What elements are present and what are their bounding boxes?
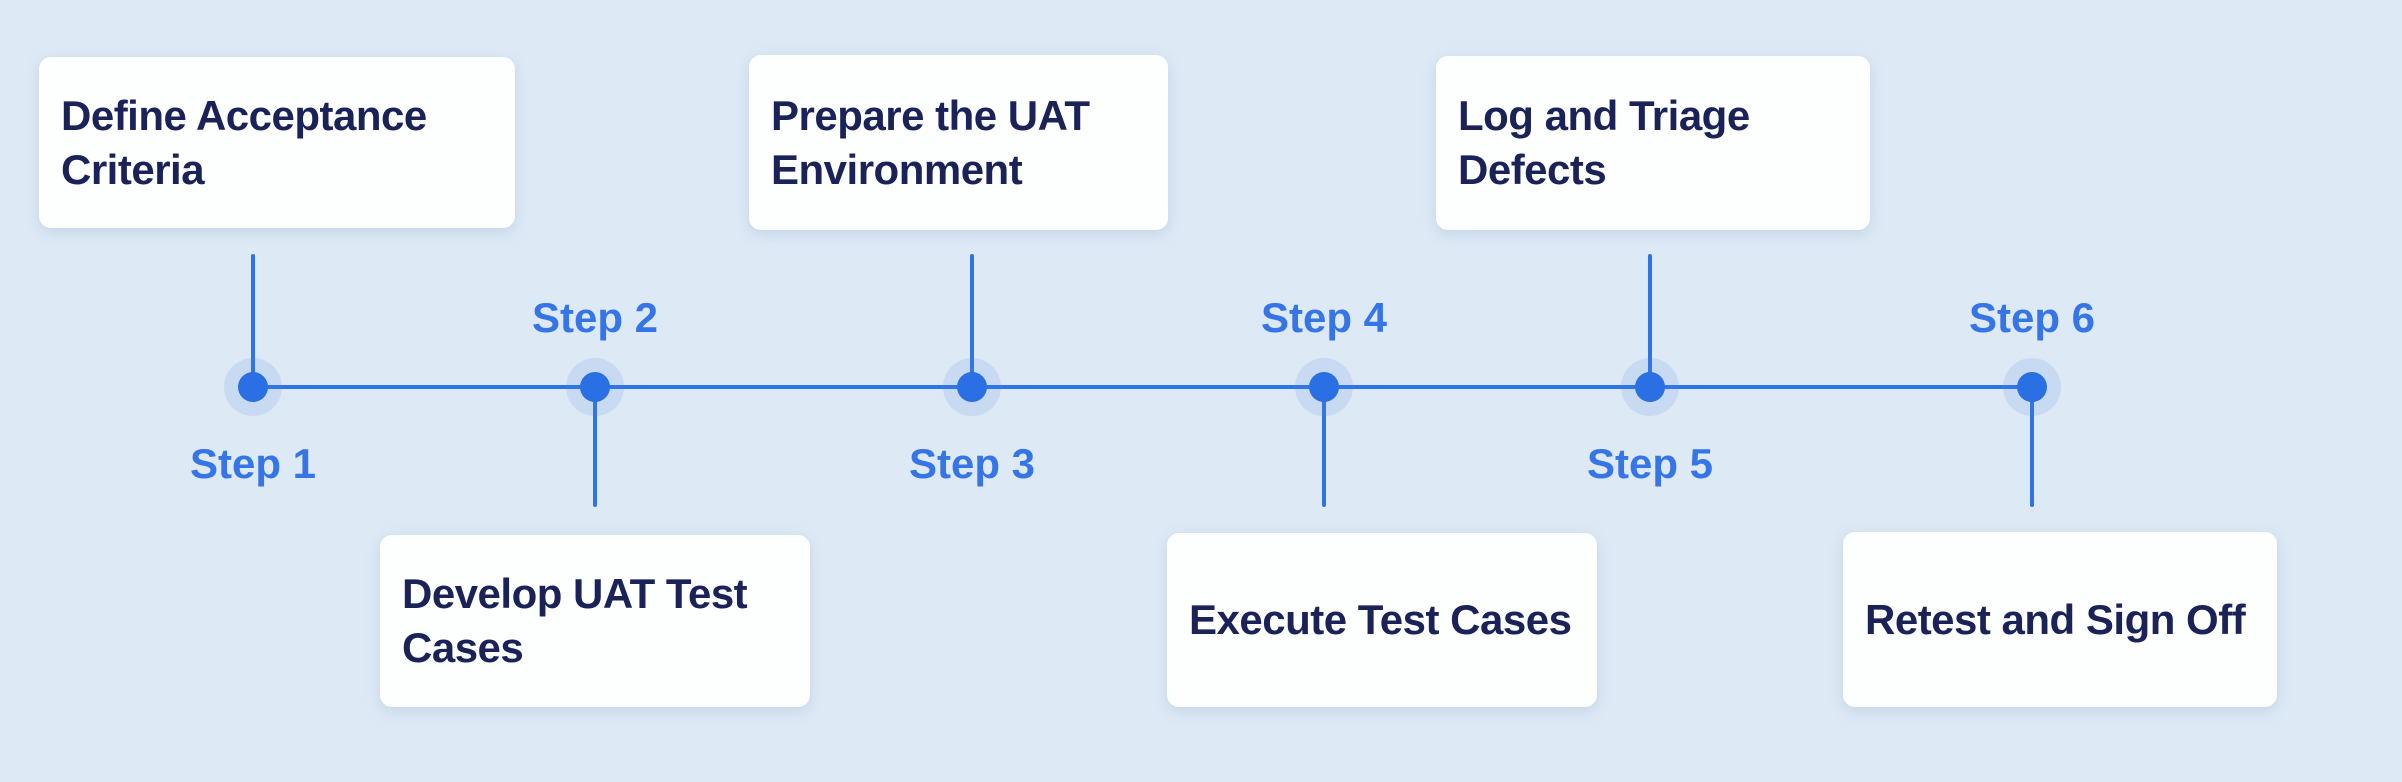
timeline-line bbox=[253, 385, 2032, 389]
timeline-dot bbox=[580, 372, 610, 402]
step-label: Step 3 bbox=[908, 440, 1036, 487]
step-card: Define Acceptance Criteria bbox=[39, 57, 515, 228]
step-connector-line bbox=[2030, 388, 2034, 507]
step-connector-line bbox=[593, 388, 597, 507]
step-label: Step 6 bbox=[1968, 294, 2096, 341]
step-card-title: Develop UAT Test Cases bbox=[402, 570, 748, 671]
step-connector-line bbox=[1648, 254, 1652, 387]
step-label: Step 5 bbox=[1586, 440, 1714, 487]
step-card-title: Execute Test Cases bbox=[1189, 596, 1572, 644]
step-label: Step 4 bbox=[1260, 294, 1388, 341]
step-card: Log and Triage Defects bbox=[1436, 56, 1870, 230]
step-card-title: Retest and Sign Off bbox=[1865, 595, 2246, 643]
step-label: Step 1 bbox=[189, 440, 317, 487]
step-connector-line bbox=[970, 254, 974, 387]
step-card-title: Log and Triage Defects bbox=[1458, 92, 1750, 193]
step-card-title: Define Acceptance Criteria bbox=[61, 91, 427, 193]
step-card: Execute Test Cases bbox=[1167, 533, 1597, 707]
timeline-dot bbox=[1309, 372, 1339, 402]
step-card-title: Prepare the UAT Environment bbox=[771, 91, 1090, 193]
step-card: Prepare the UAT Environment bbox=[749, 55, 1168, 230]
timeline-dot bbox=[2017, 372, 2047, 402]
step-connector-line bbox=[251, 254, 255, 387]
timeline-dot bbox=[238, 372, 268, 402]
timeline-dot bbox=[1635, 372, 1665, 402]
step-card: Retest and Sign Off bbox=[1843, 532, 2277, 707]
step-card: Develop UAT Test Cases bbox=[380, 535, 810, 707]
step-label: Step 2 bbox=[531, 294, 659, 341]
step-connector-line bbox=[1322, 388, 1326, 507]
timeline-dot bbox=[957, 372, 987, 402]
